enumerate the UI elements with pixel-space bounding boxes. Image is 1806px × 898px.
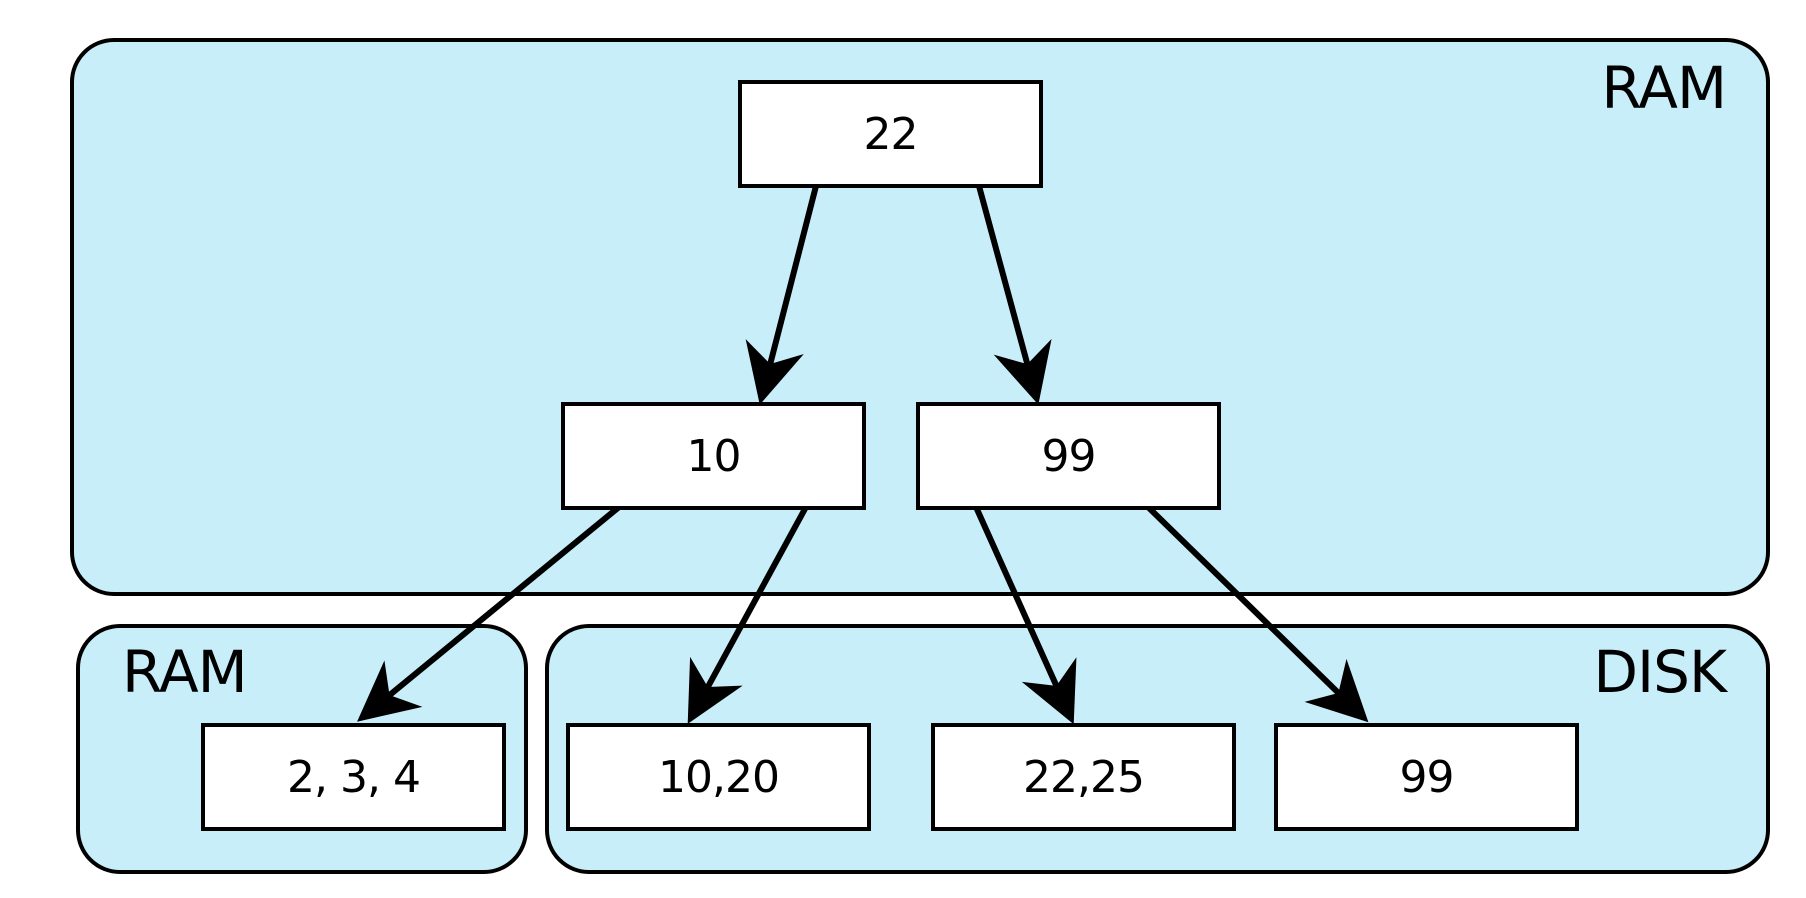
leaf-node-1: 2, 3, 4 (201, 723, 506, 831)
leaf-node-3: 22,25 (931, 723, 1236, 831)
disk-region-label: DISK (1593, 638, 1727, 706)
ram-region-top-label: RAM (1601, 54, 1727, 122)
leaf-node-2: 10,20 (566, 723, 871, 831)
ram-region-bottom-label: RAM (122, 638, 248, 706)
internal-node-left: 10 (561, 402, 866, 510)
root-node: 22 (738, 80, 1043, 188)
internal-node-right: 99 (916, 402, 1221, 510)
leaf-node-4: 99 (1274, 723, 1579, 831)
